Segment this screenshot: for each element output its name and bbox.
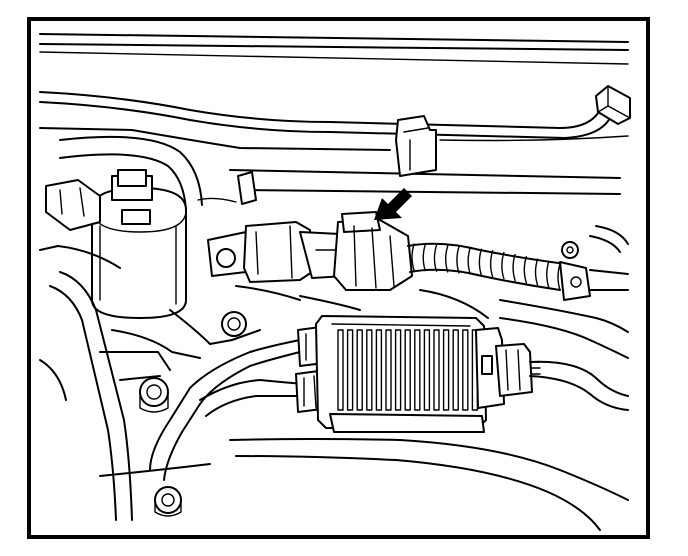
module-wires-left bbox=[149, 339, 305, 481]
harness-rib bbox=[456, 246, 460, 274]
ground-terminal bbox=[559, 225, 629, 301]
hood-edge-lines bbox=[39, 33, 629, 65]
harness-rib bbox=[546, 260, 550, 289]
cooling-fin bbox=[375, 329, 383, 411]
corrugated-wire-harness bbox=[407, 242, 567, 291]
bolts-lower-left bbox=[139, 311, 247, 517]
body-panel-lines bbox=[39, 91, 629, 195]
cooling-fin bbox=[346, 329, 354, 411]
harness-rib bbox=[557, 263, 561, 291]
cooling-fin bbox=[433, 329, 440, 411]
cooling-fin bbox=[404, 329, 411, 411]
harness-rib bbox=[534, 258, 539, 286]
engine-contour-lines bbox=[39, 245, 629, 521]
cooling-fin bbox=[356, 329, 363, 411]
finned-control-module bbox=[315, 315, 487, 433]
mounting-clip-center bbox=[395, 115, 437, 177]
module-connector-right bbox=[475, 327, 629, 411]
harness-rib bbox=[523, 256, 528, 284]
harness-rib bbox=[411, 243, 415, 271]
harness-rib bbox=[433, 244, 438, 272]
cooling-fin bbox=[414, 329, 421, 411]
harness-rib bbox=[489, 250, 494, 278]
cooling-fin bbox=[452, 329, 459, 411]
bracket-small bbox=[197, 171, 257, 205]
harness-rib bbox=[478, 248, 483, 276]
harness-rib bbox=[501, 251, 505, 280]
harness-rib bbox=[467, 247, 471, 275]
cooling-fin bbox=[394, 329, 402, 411]
harness-rib bbox=[512, 253, 516, 282]
cooling-fin bbox=[337, 329, 344, 411]
harness-clip-top-right bbox=[595, 85, 631, 125]
figure-border bbox=[27, 17, 650, 539]
coolant-hose-upper bbox=[59, 135, 203, 211]
cooling-fin bbox=[442, 329, 450, 411]
cooling-fin bbox=[423, 329, 431, 411]
harness-rib bbox=[422, 243, 426, 272]
cooling-fin bbox=[385, 329, 392, 411]
connector-housing bbox=[243, 211, 413, 291]
callout-arrow bbox=[374, 188, 412, 220]
harness-ribs bbox=[411, 243, 561, 291]
cooling-fin bbox=[462, 329, 469, 411]
cooling-fin bbox=[366, 329, 373, 411]
lower-frame-curves bbox=[39, 359, 629, 531]
module-cooling-fins bbox=[337, 329, 479, 411]
harness-rib bbox=[444, 245, 449, 273]
vacuum-canister-assembly bbox=[45, 169, 187, 319]
